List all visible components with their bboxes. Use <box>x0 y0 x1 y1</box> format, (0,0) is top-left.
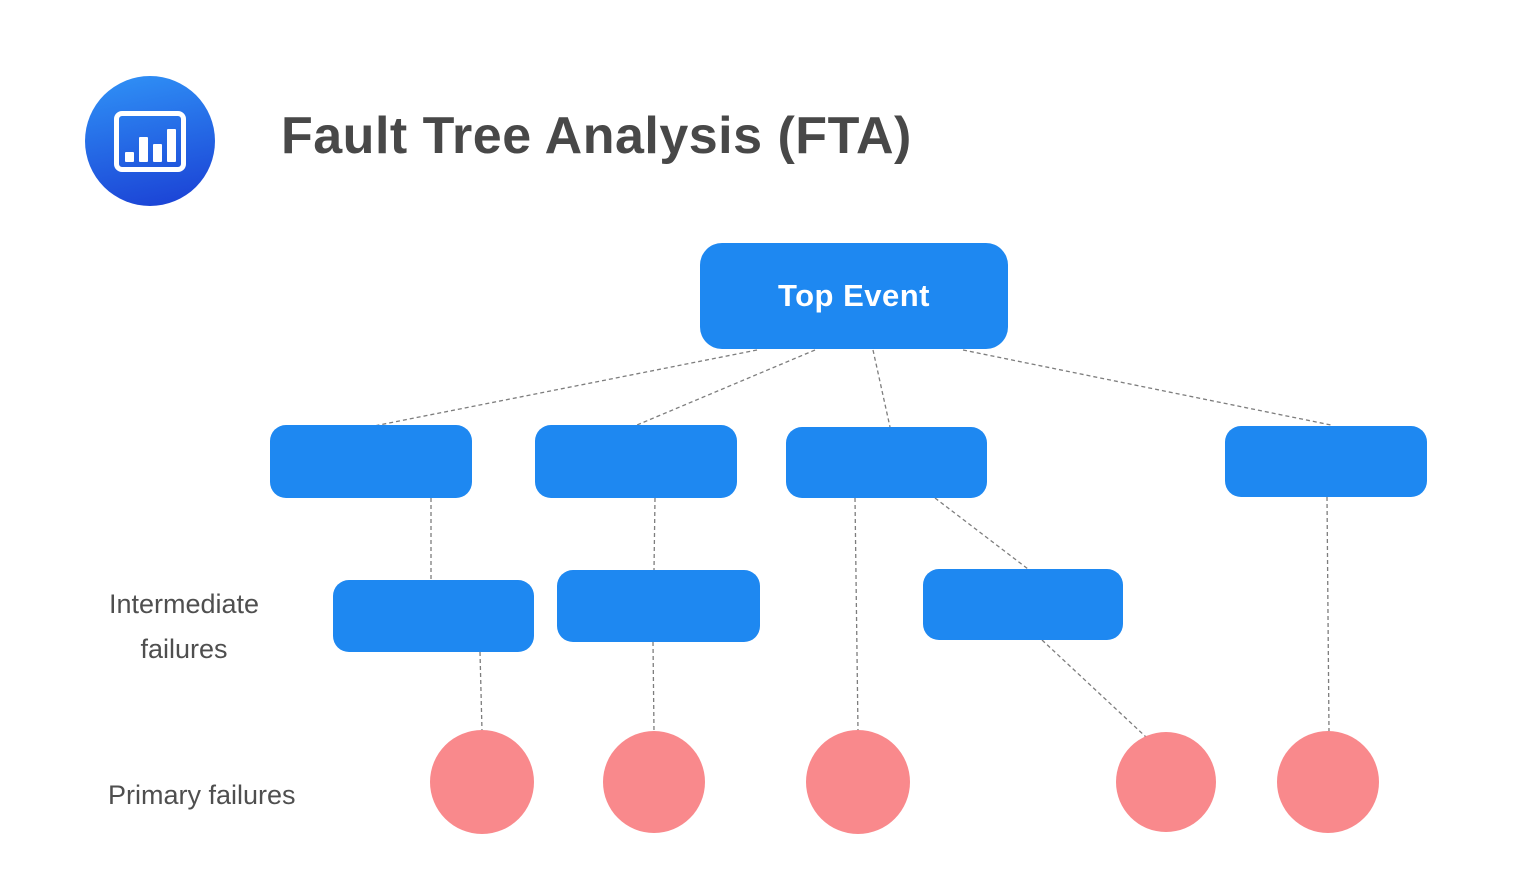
primary-failure-circle-2 <box>603 731 705 833</box>
primary-failure-circle-5 <box>1277 731 1379 833</box>
bar-chart-icon-bar <box>138 136 148 162</box>
bar-chart-icon <box>114 110 186 172</box>
bar-chart-icon-bar <box>152 143 162 162</box>
connector-line <box>653 497 656 571</box>
top-event-box: Top Event <box>700 243 1008 349</box>
level2-box-4 <box>1225 426 1427 497</box>
primary-failures-label: Primary failures <box>108 780 296 810</box>
bar-chart-icon-bar <box>124 151 134 162</box>
connector-line <box>652 641 655 733</box>
connector-line <box>962 349 1332 426</box>
primary-failure-circle-4 <box>1116 732 1216 832</box>
connector-line <box>479 651 483 732</box>
level2-box-3 <box>786 427 987 498</box>
connector-line <box>934 497 1029 570</box>
primary-failure-circle-1 <box>430 730 534 834</box>
bar-chart-icon-bar <box>166 128 176 162</box>
intermediate-box-3 <box>923 569 1123 640</box>
level2-box-2 <box>535 425 737 498</box>
connector-line <box>854 497 859 732</box>
connector-line <box>1326 496 1330 733</box>
connector-line <box>373 349 758 427</box>
top-event-label: Top Event <box>777 278 931 313</box>
intermediate-failures-label: Intermediate failures <box>108 589 260 664</box>
level2-box-1 <box>270 425 472 498</box>
intermediate-box-2 <box>557 570 760 642</box>
page-title: Fault Tree Analysis (FTA) <box>281 107 912 165</box>
connector-line <box>1041 639 1147 738</box>
connector-line <box>636 349 816 426</box>
connector-line <box>872 349 891 428</box>
primary-failure-circle-3 <box>806 730 910 834</box>
app-logo <box>85 76 215 206</box>
intermediate-box-1 <box>333 580 534 652</box>
